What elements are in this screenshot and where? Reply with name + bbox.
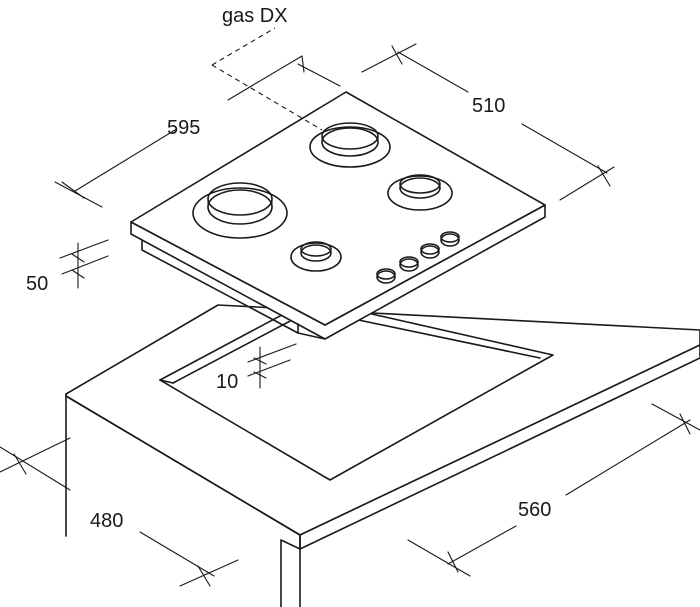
dimension-595-label: 595 [167, 117, 200, 139]
knob-1-icon [376, 268, 396, 284]
hob-base [141, 239, 299, 334]
dimension-10 [247, 343, 297, 389]
hob-top-surface [130, 91, 546, 326]
burner-large [192, 182, 288, 239]
dimension-50-label: 50 [26, 273, 48, 295]
gas-connection-line [211, 27, 323, 131]
dimension-480 [0, 437, 239, 587]
knob-4-icon [440, 231, 460, 247]
dimension-510-label: 510 [472, 95, 505, 117]
dimension-560 [407, 403, 700, 577]
burner-small [290, 241, 342, 272]
hob-base-edge [297, 332, 326, 340]
dimension-595 [54, 55, 341, 208]
dimension-560-label: 560 [518, 499, 551, 521]
dimension-10-label: 10 [216, 371, 238, 393]
dimension-50 [59, 239, 109, 289]
burner-rear [309, 122, 391, 168]
knob-3-icon [420, 243, 440, 259]
knob-2-icon [399, 256, 419, 272]
dimension-510 [361, 43, 615, 201]
hob [130, 91, 546, 340]
dimension-480-label: 480 [90, 510, 123, 532]
control-knobs [376, 231, 460, 284]
cutout-opening [159, 299, 554, 481]
cutout-corner [159, 379, 174, 384]
burner-right [387, 174, 453, 211]
gas-label: gas DX [222, 5, 288, 27]
